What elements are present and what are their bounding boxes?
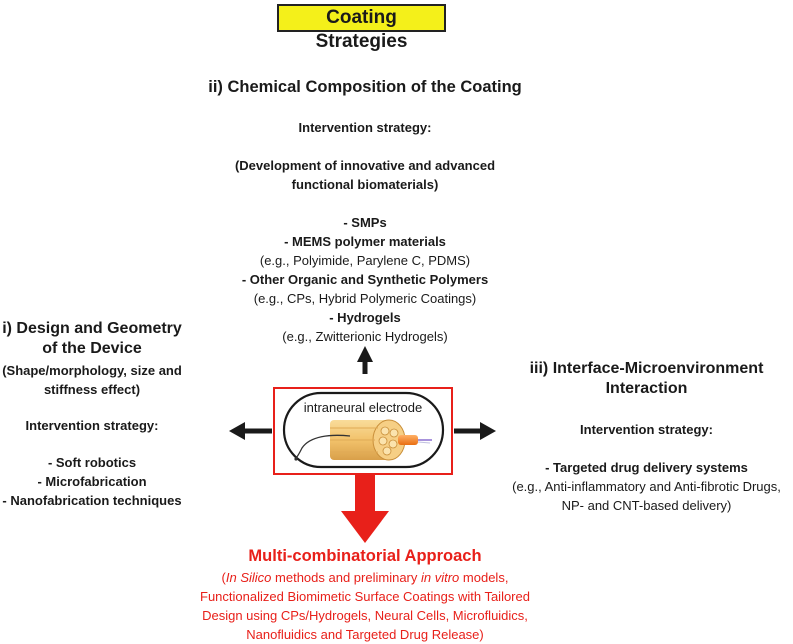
bottom-block: Multi-combinatorial Approach (In Silico … (160, 547, 570, 644)
right-item-note-2: NP- and CNT-based delivery) (561, 498, 732, 513)
top-item-polymers-note: (e.g., CPs, Hybrid Polymeric Coatings) (253, 291, 477, 306)
top-item-smps: - SMPs (343, 215, 387, 230)
right-block: iii) Interface-Microenvironment Interact… (500, 360, 793, 515)
bottom-line-1-in-vitro: in vitro (421, 570, 460, 585)
bottom-heading: Multi-combinatorial Approach (248, 547, 482, 565)
top-heading: ii) Chemical Composition of the Coating (208, 78, 522, 96)
top-item-polymers: - Other Organic and Synthetic Polymers (241, 272, 489, 287)
top-item-hydrogels: - Hydrogels (329, 310, 401, 325)
bottom-line-1: (In Silico methods and preliminary in vi… (160, 568, 570, 587)
right-heading-2: Interaction (605, 380, 688, 397)
left-strategy-label: Intervention strategy: (25, 418, 159, 433)
top-strategy-label: Intervention strategy: (298, 120, 432, 135)
nerve-bundle-icon (330, 419, 406, 461)
bottom-line-1-mid: methods and preliminary (271, 570, 421, 585)
right-strategy-label: Intervention strategy: (580, 422, 713, 437)
arrow-down-red (341, 475, 389, 543)
left-block: i) Design and Geometry of the Device (Sh… (0, 320, 184, 510)
top-item-hydrogels-note: (e.g., Zwitterionic Hydrogels) (282, 329, 448, 344)
diagram-title: Coating Strategies (277, 4, 446, 52)
left-heading-2: of the Device (42, 340, 142, 357)
bottom-line-1-post: models, (459, 570, 509, 585)
top-item-mems: - MEMS polymer materials (284, 234, 446, 249)
left-sub-2: stiffness effect) (43, 382, 141, 397)
top-subtitle-2: functional biomaterials) (291, 177, 439, 192)
bottom-line-1-pre: ( (221, 570, 226, 585)
arrow-up (357, 346, 373, 374)
left-heading-1: i) Design and Geometry (2, 320, 182, 337)
top-item-mems-note: (e.g., Polyimide, Parylene C, PDMS) (259, 253, 471, 268)
bottom-line-2: Functionalized Biomimetic Surface Coatin… (200, 589, 530, 604)
electrode-lead-icon (294, 434, 432, 461)
left-item-microfabrication: - Microfabrication (37, 474, 147, 489)
bottom-line-3: Design using CPs/Hydrogels, Neural Cells… (202, 608, 528, 623)
bottom-line-1-in-silico: In Silico (225, 570, 272, 585)
arrow-left (229, 422, 272, 440)
left-item-nanofabrication: - Nanofabrication techniques (2, 493, 182, 508)
bottom-line-4: Nanofluidics and Targeted Drug Release) (246, 627, 484, 642)
top-subtitle-1: (Development of innovative and advanced (234, 158, 496, 173)
left-item-soft-robotics: - Soft robotics (47, 455, 137, 470)
right-heading-1: iii) Interface-Microenvironment (529, 360, 764, 377)
arrow-right (454, 422, 496, 440)
top-block: ii) Chemical Composition of the Coating … (170, 78, 560, 346)
electrode-label: intraneural electrode (304, 400, 423, 415)
right-item-drug-delivery: - Targeted drug delivery systems (545, 460, 748, 475)
left-sub-1: (Shape/morphology, size and (2, 363, 182, 378)
right-item-note-1: (e.g., Anti-inflammatory and Anti-fibrot… (512, 479, 781, 494)
